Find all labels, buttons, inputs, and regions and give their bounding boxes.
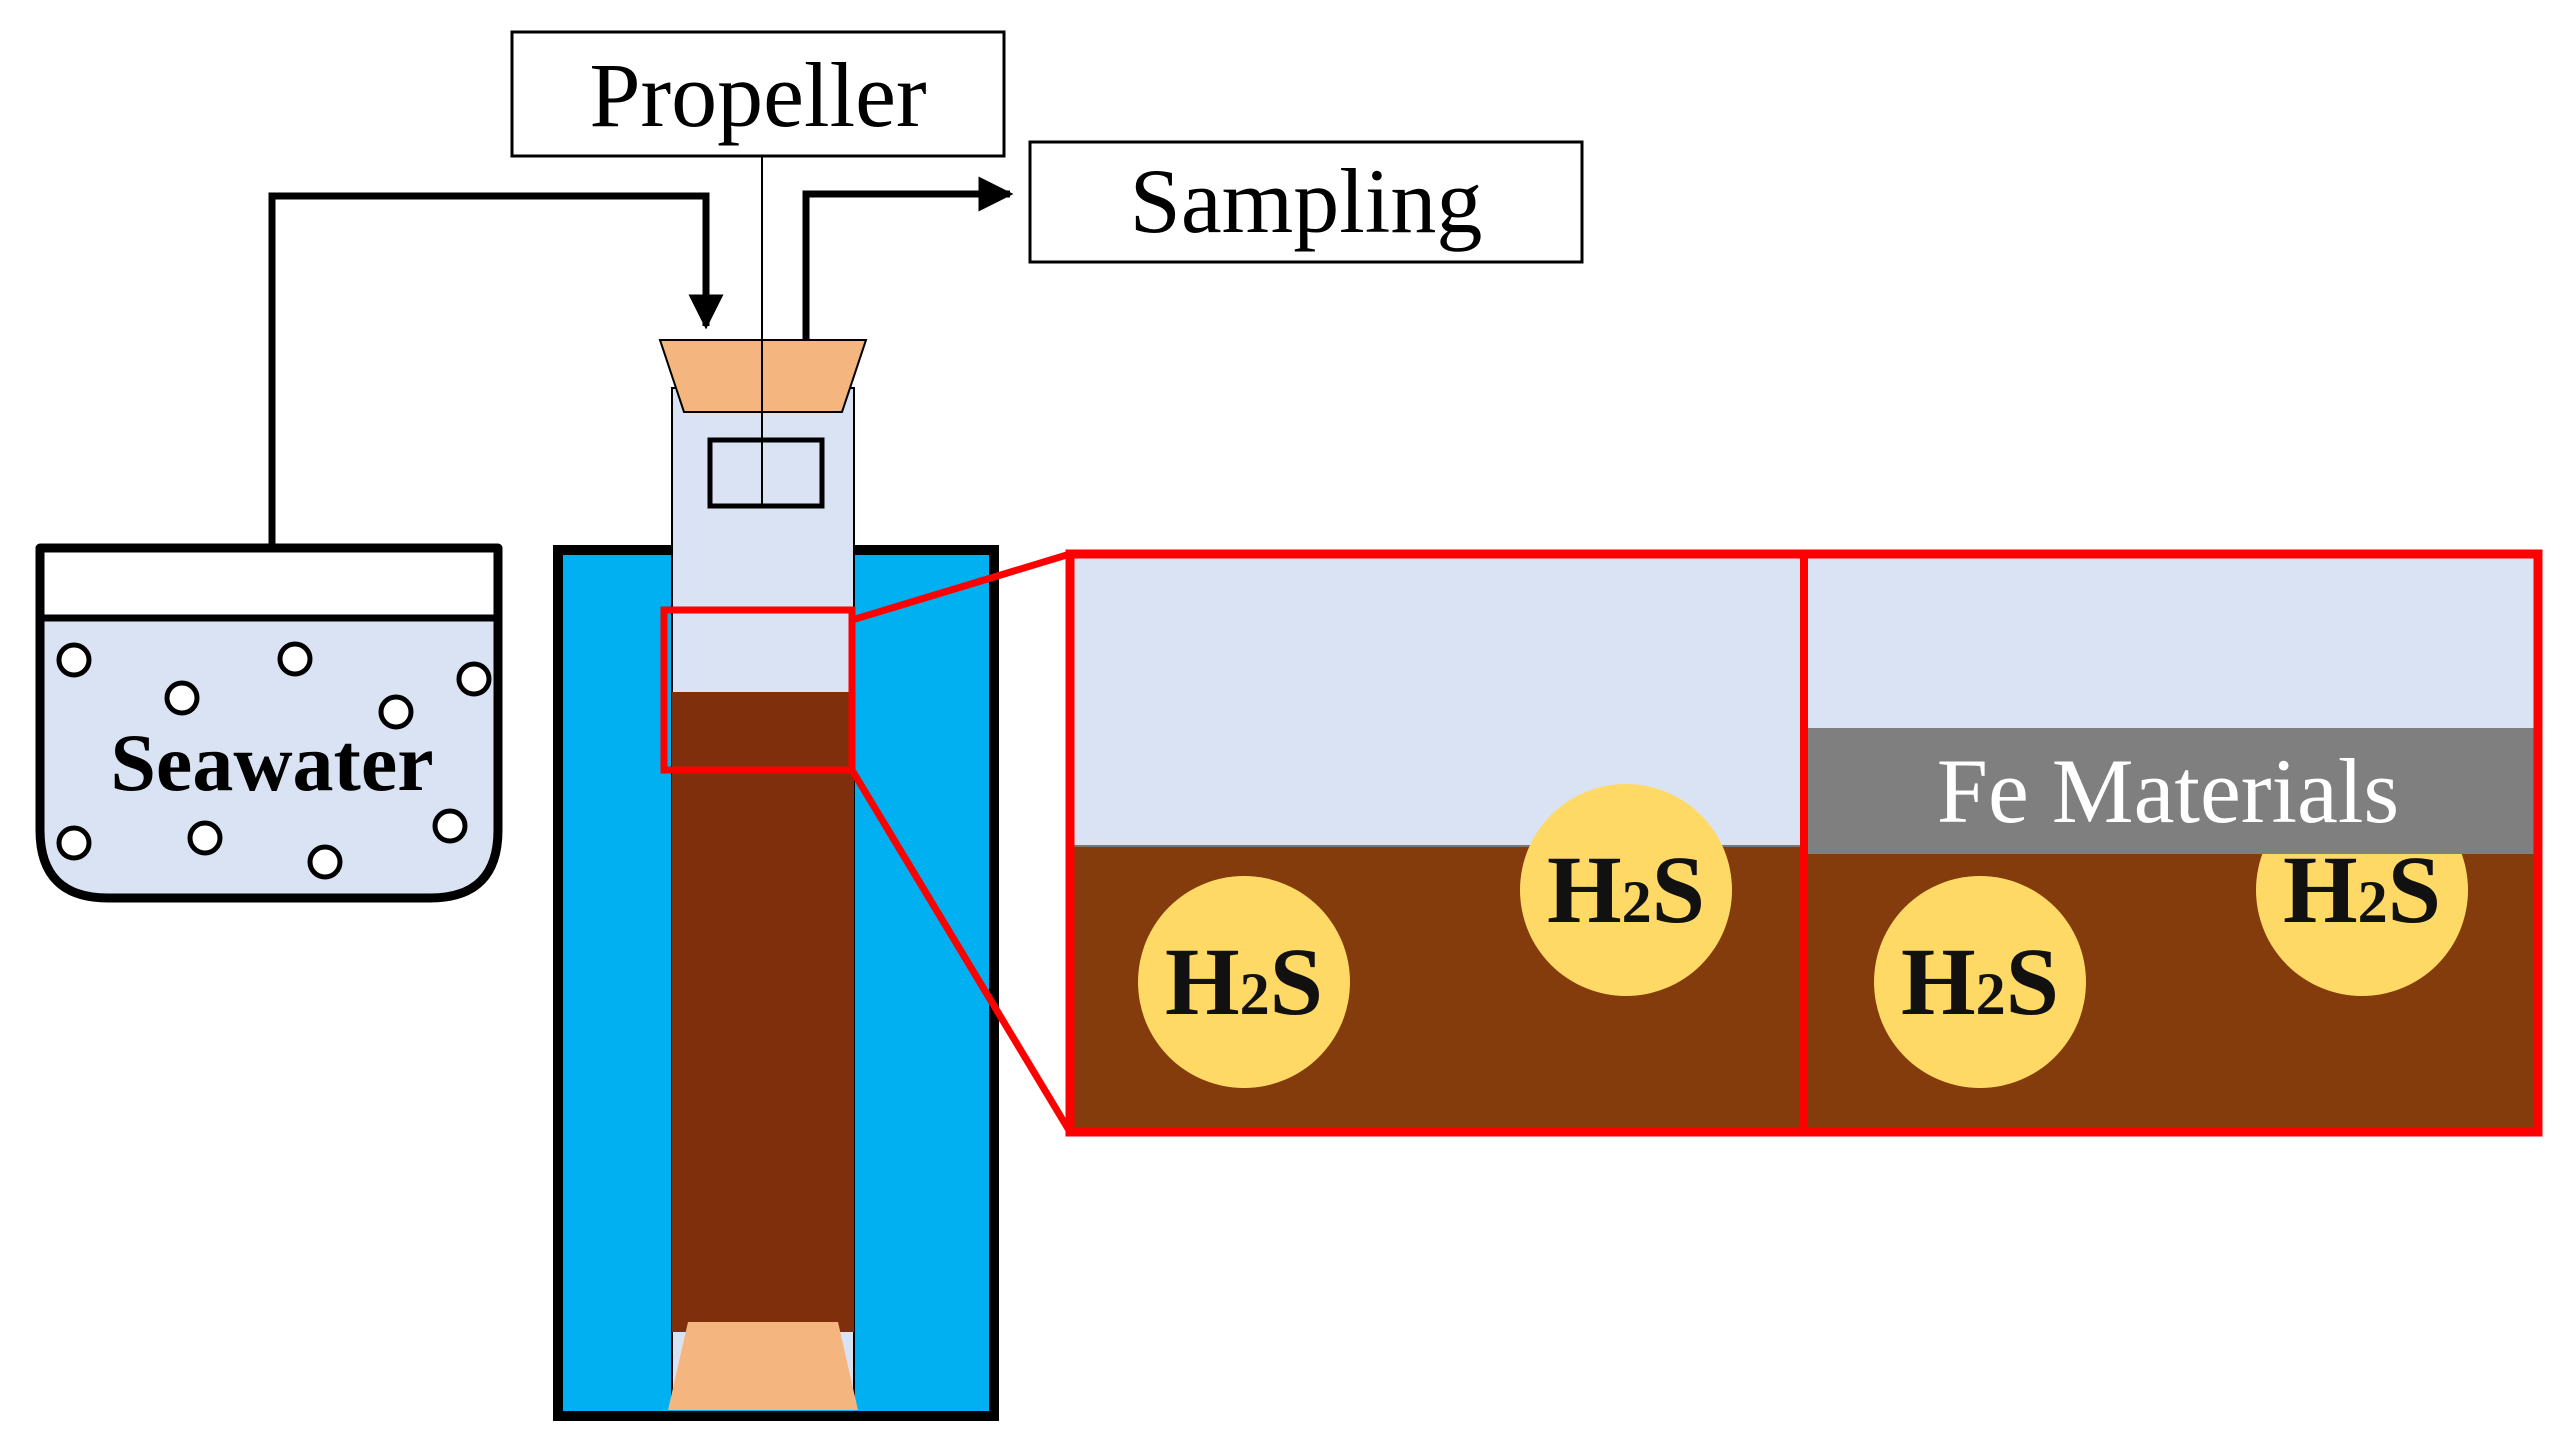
- bubble: [277, 641, 313, 677]
- zoom-source-box: [660, 606, 856, 774]
- seawater-body: [40, 618, 498, 898]
- h2s-text: H: [1901, 928, 1976, 1035]
- inflow-pipe: [268, 192, 724, 548]
- h2s-bubble: H2S: [1874, 876, 2086, 1088]
- zoom-connector-top: [850, 550, 1072, 624]
- seawater-tank: Seawater: [35, 543, 503, 903]
- zoom-panel-fe: H2S H2S Fe Materials: [1804, 554, 2538, 1132]
- bubble: [56, 825, 92, 861]
- fe-materials-label: Fe Materials: [1937, 740, 2399, 842]
- propeller-label-box: Propeller: [510, 30, 1006, 158]
- h2s-subscript: 2: [1622, 869, 1652, 935]
- sampling-pipe: [802, 176, 1014, 340]
- fe-materials-layer: [1804, 728, 2538, 854]
- h2s-bubble: H2S: [1138, 876, 1350, 1088]
- h2s-subscript: 2: [2358, 869, 2388, 935]
- bubble: [307, 844, 343, 880]
- h2s-subscript: 2: [1240, 961, 1270, 1027]
- svg-text:H2S: H2S: [1165, 928, 1323, 1035]
- svg-text:H2S: H2S: [1901, 928, 2059, 1035]
- seawater-tank-outline: [35, 543, 503, 903]
- reactor-column: [553, 148, 999, 1421]
- propeller-label: Propeller: [589, 44, 926, 146]
- bubble: [378, 694, 414, 730]
- h2s-text: H: [1547, 836, 1622, 943]
- zoom-panel-control: H2S H2S: [1070, 554, 1804, 1132]
- bottom-stopper: [668, 1322, 858, 1410]
- zoom-connector-bottom: [849, 768, 1073, 1134]
- sampling-label-box: Sampling: [1028, 140, 1584, 264]
- h2s-text-tail: S: [1270, 928, 1323, 1035]
- h2s-text-tail: S: [1652, 836, 1705, 943]
- svg-text:H2S: H2S: [1547, 836, 1705, 943]
- air-bubbles: [56, 641, 492, 880]
- sampling-label: Sampling: [1130, 150, 1483, 252]
- h2s-text-tail: S: [2006, 928, 2059, 1035]
- svg-text:H2S: H2S: [2283, 836, 2441, 943]
- zoom-water-left: [1070, 554, 1804, 846]
- bubble: [56, 642, 92, 678]
- column-sediment: [672, 692, 854, 1332]
- propeller-blade: [707, 437, 825, 509]
- bubble: [164, 680, 200, 716]
- bubble: [187, 820, 223, 856]
- h2s-bubble: H2S: [1520, 784, 1732, 996]
- seawater-label: Seawater: [110, 717, 433, 808]
- h2s-text: H: [1165, 928, 1240, 1035]
- bubble: [456, 661, 492, 697]
- bubble: [432, 808, 468, 844]
- h2s-subscript: 2: [1976, 961, 2006, 1027]
